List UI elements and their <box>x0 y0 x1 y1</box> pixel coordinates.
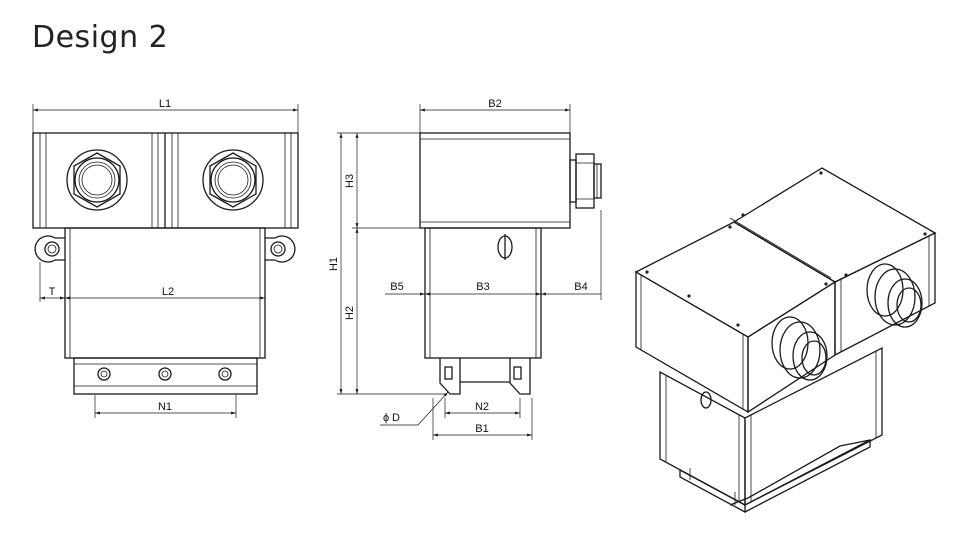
dim-label-B2: B2 <box>488 98 501 110</box>
side-view: B2 B5 B3 B4 H1 H3 H2 N2 B1 ϕ D <box>328 98 602 440</box>
cable-gland-left-icon <box>66 149 128 211</box>
foot-bolt-icon <box>444 366 522 380</box>
cable-gland-right-icon <box>202 149 264 211</box>
iso-body-front <box>659 370 746 507</box>
dim-label-T: T <box>49 286 56 298</box>
iso-terminal-side-right <box>834 231 936 357</box>
iso-cable-gland-right-icon <box>866 263 923 328</box>
iso-terminal-front-left <box>635 270 749 414</box>
side-transformer-body <box>424 227 542 359</box>
side-cable-gland-icon <box>569 153 602 209</box>
dim-label-D: D <box>392 412 400 424</box>
front-base-foot <box>73 357 258 395</box>
dim-label-phi: ϕ <box>383 412 389 424</box>
lifting-eye-right-icon <box>265 235 296 263</box>
front-view: L1 T L2 N1 <box>32 98 299 418</box>
dim-label-B5: B5 <box>390 281 403 293</box>
dim-label-N1: N1 <box>158 401 172 413</box>
dim-label-L2: L2 <box>162 286 174 298</box>
side-terminal-housing <box>419 132 571 229</box>
lid-screw-icon <box>645 171 927 327</box>
dim-label-B4: B4 <box>574 281 587 293</box>
dim-label-H2: H2 <box>344 306 356 320</box>
side-foot-right <box>509 358 531 395</box>
iso-body-side <box>744 346 883 507</box>
side-foot-left <box>439 358 461 395</box>
dim-label-L1: L1 <box>159 98 171 110</box>
page-title: Design 2 <box>32 20 169 55</box>
dim-label-B3: B3 <box>476 281 489 293</box>
lifting-eye-left-icon <box>34 235 65 263</box>
dim-label-N2: N2 <box>475 401 489 413</box>
dim-label-H3: H3 <box>344 174 356 188</box>
iso-cable-gland-left-icon <box>771 316 828 381</box>
isometric-view <box>634 167 937 514</box>
dim-label-B1: B1 <box>475 423 488 435</box>
iso-terminal-top-left <box>634 221 837 338</box>
side-lifting-eye-icon <box>497 234 513 260</box>
mounting-hole-icon <box>97 367 232 381</box>
dim-label-H1: H1 <box>328 257 340 271</box>
iso-terminal-top-right <box>732 167 937 283</box>
